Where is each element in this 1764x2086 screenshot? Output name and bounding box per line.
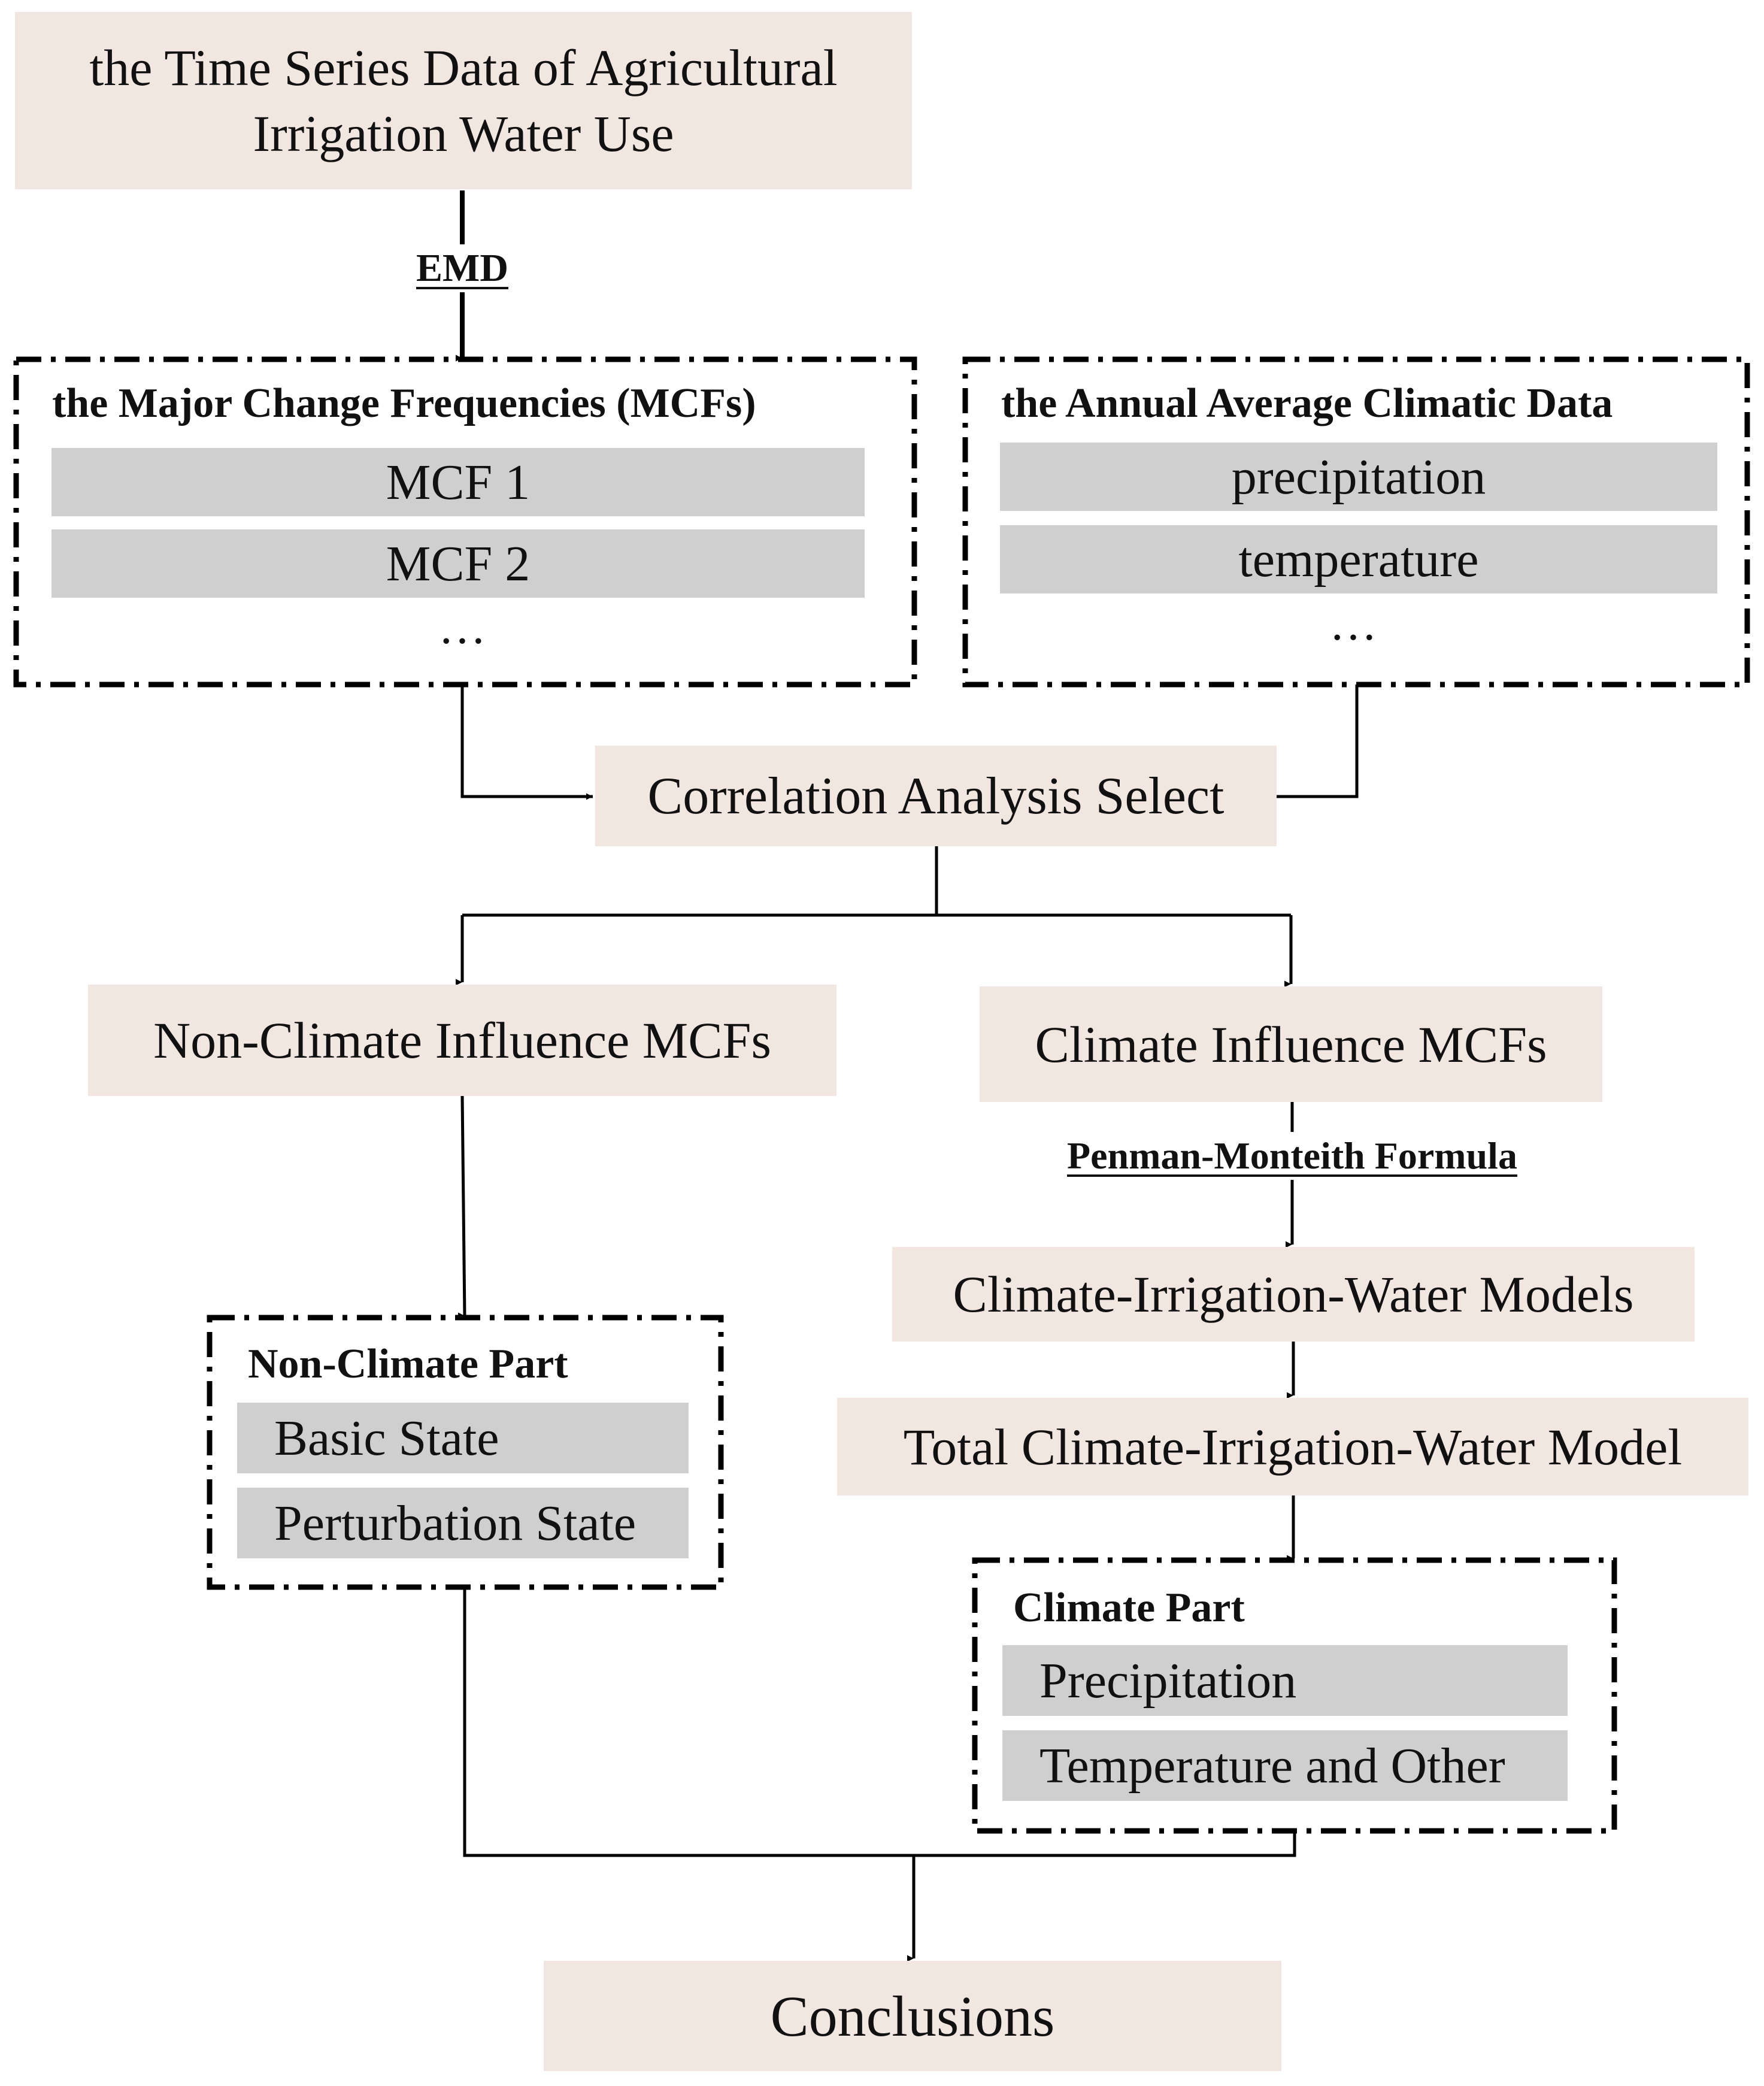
climate-temperature-item: Temperature and Other: [1002, 1730, 1568, 1801]
penman-monteith-label: Penman-Monteith Formula: [1036, 1132, 1548, 1180]
climatic-item-temperature-label: temperature: [1238, 531, 1479, 588]
arrow-mcfs-to-correlation: [460, 685, 593, 800]
basic-state-item: Basic State: [237, 1403, 689, 1473]
climatic-item-precipitation-label: precipitation: [1231, 449, 1486, 505]
climatic-group: the Annual Average Climatic Data precipi…: [965, 359, 1747, 685]
conclusions-box: Conclusions: [544, 1961, 1281, 2071]
climatic-more-ellipsis: …: [1329, 598, 1383, 650]
climate-part-title: Climate Part: [1013, 1585, 1245, 1631]
mcfs-group: the Major Change Frequencies (MCFs) MCF …: [16, 359, 914, 685]
input-data-box: the Time Series Data of Agricultural Irr…: [15, 12, 912, 189]
input-data-label: the Time Series Data of Agricultural Irr…: [89, 39, 838, 162]
non-climate-mcfs-box: Non-Climate Influence MCFs: [88, 985, 836, 1096]
mcfs-group-title: the Major Change Frequencies (MCFs): [52, 380, 756, 426]
ciw-models-box: Climate-Irrigation-Water Models: [892, 1247, 1695, 1342]
perturbation-state-item: Perturbation State: [237, 1488, 689, 1558]
mcfs-more-ellipsis: …: [438, 601, 492, 654]
climate-part-group: Climate Part Precipitation Temperature a…: [975, 1560, 1614, 1831]
emd-label: EMD: [395, 244, 529, 292]
climate-precipitation-item: Precipitation: [1002, 1645, 1568, 1716]
mcf-item-2-label: MCF 2: [386, 535, 531, 592]
climatic-item-precipitation: precipitation: [1000, 443, 1717, 511]
non-climate-mcfs-label: Non-Climate Influence MCFs: [153, 1012, 771, 1069]
ciw-models-label: Climate-Irrigation-Water Models: [953, 1265, 1634, 1323]
mcf-item-1: MCF 1: [51, 448, 865, 516]
climatic-group-title: the Annual Average Climatic Data: [1001, 380, 1613, 426]
correlation-label: Correlation Analysis Select: [647, 767, 1225, 825]
non-climate-part-title: Non-Climate Part: [248, 1341, 568, 1387]
mcf-item-2: MCF 2: [51, 529, 865, 598]
arrow-non-climate-to-part: [458, 1095, 466, 1319]
total-ciw-model-label: Total Climate-Irrigation-Water Model: [903, 1418, 1683, 1476]
correlation-box: Correlation Analysis Select: [595, 746, 1277, 846]
climate-mcfs-box: Climate Influence MCFs: [980, 986, 1602, 1102]
line-non-climate-part-to-join: [463, 1587, 1296, 1857]
basic-state-label: Basic State: [274, 1410, 499, 1466]
perturbation-state-label: Perturbation State: [274, 1495, 637, 1551]
arrow-climatic-to-correlation: [1270, 685, 1359, 800]
conclusions-label: Conclusions: [770, 1984, 1055, 2048]
total-ciw-model-box: Total Climate-Irrigation-Water Model: [837, 1398, 1748, 1495]
climate-temperature-label: Temperature and Other: [1039, 1737, 1505, 1794]
climatic-item-temperature: temperature: [1000, 525, 1717, 594]
mcf-item-1-label: MCF 1: [386, 454, 531, 510]
non-climate-part-group: Non-Climate Part Basic State Perturbatio…: [210, 1318, 721, 1587]
climate-mcfs-label: Climate Influence MCFs: [1035, 1015, 1547, 1073]
climate-precipitation-label: Precipitation: [1039, 1652, 1297, 1709]
mcfs-group-border: [13, 356, 917, 688]
